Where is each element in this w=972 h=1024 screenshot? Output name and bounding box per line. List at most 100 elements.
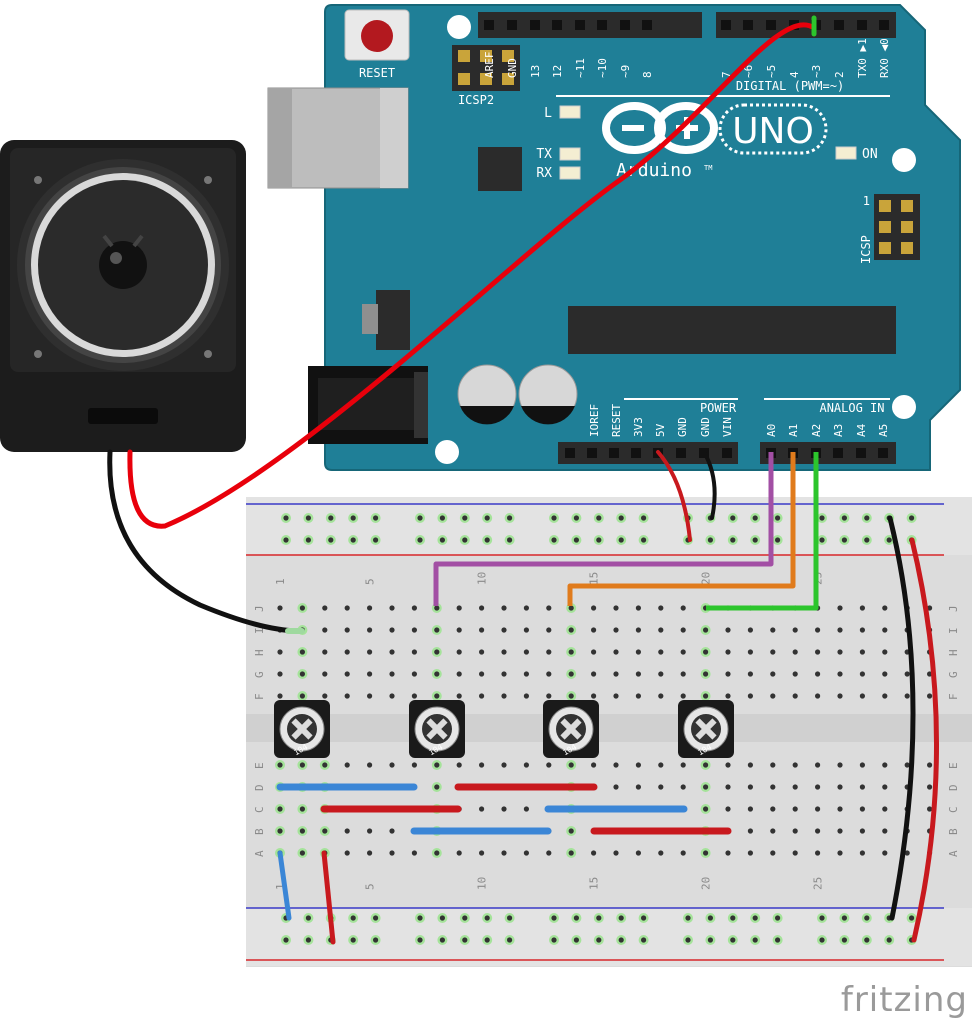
bb-hole bbox=[546, 762, 552, 768]
bb-row-letter: D bbox=[253, 784, 266, 791]
bb-hole bbox=[837, 850, 843, 856]
bb-hole bbox=[613, 671, 619, 677]
analog-pin-label: A3 bbox=[832, 424, 845, 437]
bb-row-letter: D bbox=[947, 784, 960, 791]
bb-hole bbox=[882, 806, 888, 812]
bb-hole bbox=[837, 762, 843, 768]
icsp-label: ICSP bbox=[859, 235, 873, 264]
header-pin-hole bbox=[878, 448, 888, 458]
led-l-indicator bbox=[559, 105, 581, 119]
bb-hole bbox=[501, 605, 507, 611]
bb-hole bbox=[479, 806, 485, 812]
digital-pin-label: 4 bbox=[788, 71, 801, 78]
bb-hole bbox=[328, 515, 334, 521]
bb-hole bbox=[389, 693, 395, 699]
led-on-indicator bbox=[835, 146, 857, 160]
bb-hole bbox=[635, 784, 642, 790]
bb-hole bbox=[434, 671, 440, 677]
digital-pin-label: 8 bbox=[641, 71, 654, 78]
bb-hole bbox=[322, 671, 328, 677]
bb-hole bbox=[462, 537, 468, 543]
bb-hole bbox=[462, 937, 468, 943]
bb-hole bbox=[462, 915, 468, 921]
digital-pin-label: 7 bbox=[720, 71, 733, 78]
bb-hole bbox=[927, 784, 933, 790]
bb-hole bbox=[596, 937, 602, 943]
bb-row-letter: C bbox=[947, 806, 960, 813]
bb-hole bbox=[434, 762, 440, 768]
bb-hole bbox=[613, 649, 619, 655]
bb-hole bbox=[658, 605, 664, 611]
bb-hole bbox=[591, 627, 597, 633]
wire-gnd bbox=[702, 450, 717, 520]
bb-hole bbox=[725, 762, 731, 768]
bb-hole bbox=[904, 671, 910, 677]
bb-hole bbox=[635, 627, 642, 633]
bb-hole bbox=[618, 915, 624, 921]
trimmer-potentiometer: 104 bbox=[543, 700, 599, 758]
bb-hole bbox=[367, 693, 373, 699]
digital-pin-label: RX0 ◀0 bbox=[878, 38, 891, 78]
bb-hole bbox=[770, 762, 776, 768]
power-pin-label: VIN bbox=[721, 417, 734, 437]
bb-hole bbox=[792, 693, 798, 699]
wire-5v bbox=[656, 450, 692, 542]
bb-hole bbox=[434, 649, 440, 655]
bb-hole bbox=[434, 784, 440, 790]
bb-hole bbox=[507, 915, 513, 921]
header-pin-hole bbox=[575, 20, 585, 30]
bb-hole bbox=[747, 828, 754, 834]
speaker bbox=[0, 140, 246, 452]
bb-col-number: 5 bbox=[364, 578, 377, 585]
bb-hole bbox=[568, 850, 574, 856]
bb-hole bbox=[389, 671, 395, 677]
digital-pin-label: TX0 ▶1 bbox=[856, 38, 869, 78]
bb-row-letter: G bbox=[253, 671, 266, 678]
speaker-wire-black bbox=[107, 449, 301, 634]
bb-hole bbox=[837, 693, 843, 699]
bb-hole bbox=[277, 649, 283, 655]
bb-hole bbox=[551, 937, 557, 943]
microcontroller-chip bbox=[568, 306, 896, 354]
power-pin-label: GND bbox=[699, 417, 712, 437]
bb-hole bbox=[904, 693, 910, 699]
bb-hole bbox=[479, 627, 485, 633]
bb-hole bbox=[417, 937, 423, 943]
bb-hole bbox=[819, 537, 825, 543]
bb-hole bbox=[389, 850, 395, 856]
bb-hole bbox=[417, 515, 423, 521]
bb-hole bbox=[299, 762, 305, 768]
bb-hole bbox=[747, 671, 754, 677]
bb-hole bbox=[322, 828, 328, 834]
bb-hole bbox=[277, 828, 283, 834]
bb-hole bbox=[707, 937, 714, 943]
bb-hole bbox=[373, 915, 379, 921]
bb-hole bbox=[841, 537, 848, 543]
bb-hole bbox=[770, 806, 776, 812]
header-pin-hole bbox=[507, 20, 517, 30]
reset-button[interactable] bbox=[344, 9, 410, 61]
analog-pin-label: A0 bbox=[765, 424, 778, 437]
bb-hole bbox=[479, 850, 485, 856]
mounting-hole bbox=[447, 15, 471, 39]
bb-hole bbox=[815, 649, 821, 655]
bb-hole bbox=[456, 627, 462, 633]
bb-col-number: 20 bbox=[700, 877, 713, 890]
bb-hole bbox=[747, 806, 754, 812]
bb-hole bbox=[479, 693, 485, 699]
bb-hole bbox=[703, 806, 709, 812]
bb-hole bbox=[815, 806, 821, 812]
bb-hole bbox=[322, 762, 328, 768]
bb-hole bbox=[484, 537, 490, 543]
bb-hole bbox=[283, 537, 289, 543]
bb-row-letter: J bbox=[947, 605, 960, 612]
header-pin-hole bbox=[609, 448, 619, 458]
bb-hole bbox=[792, 649, 798, 655]
bb-hole bbox=[322, 605, 328, 611]
bb-hole bbox=[770, 693, 776, 699]
bb-hole bbox=[859, 850, 866, 856]
bb-col-number: 15 bbox=[588, 877, 601, 890]
bb-hole bbox=[350, 537, 356, 543]
